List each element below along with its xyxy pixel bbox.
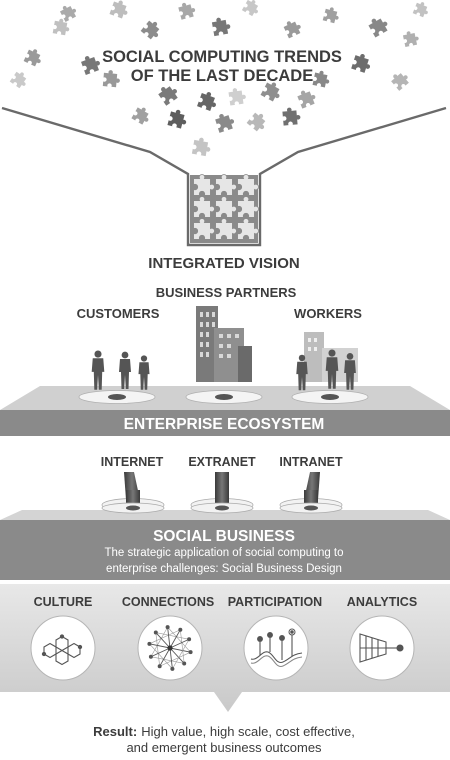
culture-label: CULTURE [34,595,93,609]
puzzle-piece-icon [140,18,164,42]
network-hub-icon [147,625,193,671]
puzzle-piece-icon [197,89,220,113]
puzzle-piece-icon [402,29,420,48]
culture-circle [30,615,96,681]
customers-people [91,350,150,390]
title-line-2: OF THE LAST DECADE [131,67,313,85]
business-partners-buildings [196,306,252,382]
connections-label: CONNECTIONS [122,595,214,609]
participation-circle [243,615,309,681]
workers-platform-hole [321,394,339,400]
result-text-line-2: and emergent business outcomes [126,740,322,755]
puzzle-piece-icon [9,69,31,90]
puzzle-piece-icon [156,81,181,106]
integrated-vision-label: INTEGRATED VISION [148,255,299,272]
result-line-1: Result: High value, high scale, cost effe… [93,724,355,739]
partners-platform-hole [215,394,233,400]
puzzle-piece-icon [211,15,232,37]
puzzle-piece-icon [241,0,263,18]
customers-label: CUSTOMERS [77,306,160,321]
pillars-band [0,584,450,712]
puzzle-piece-icon [228,86,247,106]
customers-platform-hole [108,394,126,400]
puzzle-piece-icon [296,87,318,109]
enterprise-ecosystem-band [0,410,450,436]
intranet-label: INTRANET [279,455,343,469]
title-line-1: SOCIAL COMPUTING TRENDS [102,48,342,66]
enterprise-ecosystem-label: ENTERPRISE ECOSYSTEM [124,416,325,433]
social-business-desc-line-2: enterprise challenges: Social Business D… [106,563,342,575]
analytics-funnel-icon [359,633,404,663]
puzzle-piece-icon [389,68,412,91]
puzzle-piece-icon [322,5,341,25]
puzzle-piece-icon [109,0,131,20]
puzzle-piece-icon [79,52,103,75]
puzzle-piece-icon [191,136,213,157]
puzzle-piece-icon [167,108,189,130]
social-business-title: SOCIAL BUSINESS [153,528,295,545]
puzzle-piece-icon [23,46,45,68]
puzzle-piece-icon [412,0,431,19]
internet-label: INTERNET [101,455,164,469]
participation-label: PARTICIPATION [228,595,322,609]
puzzle-piece-icon [131,104,153,127]
puzzle-piece-icon [177,0,197,20]
workers-label: WORKERS [294,306,362,321]
puzzle-piece-icon [366,13,391,38]
hexagon-cluster-icon [41,634,83,666]
social-business-band [0,520,450,580]
puzzle-piece-icon [282,17,304,39]
puzzle-piece-icon [312,69,332,89]
result-label: Result: [93,724,137,739]
funnel [1,106,447,247]
assembled-puzzle-icon [193,173,260,240]
puzzle-piece-icon [214,110,237,133]
puzzle-piece-icon [282,106,302,126]
result-text-line-1: High value, high scale, cost effective, [141,724,355,739]
social-business-slab-top [0,510,450,520]
puzzle-piece-icon [102,69,121,88]
puzzle-piece-icon [246,110,270,134]
social-business-desc-line-1: The strategic application of social comp… [104,547,343,559]
participation-wave-icon [250,628,303,668]
business-partners-label: BUSINESS PARTNERS [156,285,297,300]
puzzle-piece-icon [351,51,374,74]
analytics-label: ANALYTICS [347,595,417,609]
extranet-label: EXTRANET [188,455,256,469]
